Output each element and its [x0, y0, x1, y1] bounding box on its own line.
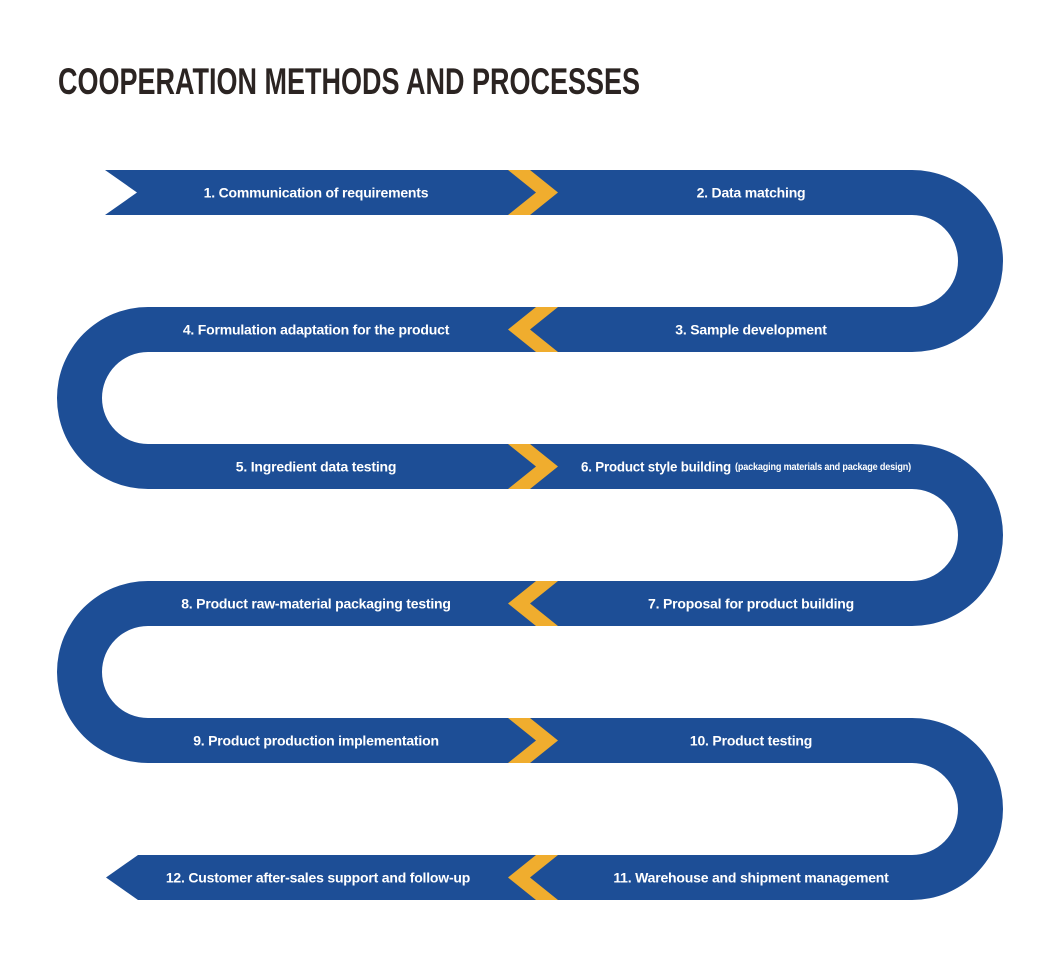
step-6-label: 6. Product style building [581, 459, 731, 475]
chevron-left-icon [508, 855, 558, 900]
step-2-label: 2. Data matching [697, 185, 806, 201]
step-7-label: 7. Proposal for product building [648, 596, 854, 612]
chevron-left-icon [508, 307, 558, 352]
step-6-note: (packaging materials and package design) [735, 461, 911, 473]
step-labels: 1. Communication of requirements 2. Data… [166, 185, 911, 886]
chevron-right-icon [508, 444, 558, 489]
chevron-right-icon [508, 170, 558, 215]
chevron-left-icon [508, 581, 558, 626]
step-1-label: 1. Communication of requirements [204, 185, 429, 201]
step-10-label: 10. Product testing [690, 733, 812, 749]
chevron-arrows [508, 170, 558, 900]
step-8-label: 8. Product raw-material packaging testin… [181, 596, 451, 612]
step-11-label: 11. Warehouse and shipment management [613, 870, 889, 886]
step-5-label: 5. Ingredient data testing [236, 459, 397, 475]
step-3-label: 3. Sample development [675, 322, 827, 338]
page-title: COOPERATION METHODS AND PROCESSES [58, 61, 640, 102]
step-12-label: 12. Customer after-sales support and fol… [166, 870, 470, 886]
chevron-right-icon [508, 718, 558, 763]
step-9-label: 9. Product production implementation [193, 733, 439, 749]
step-4-label: 4. Formulation adaptation for the produc… [183, 322, 450, 338]
